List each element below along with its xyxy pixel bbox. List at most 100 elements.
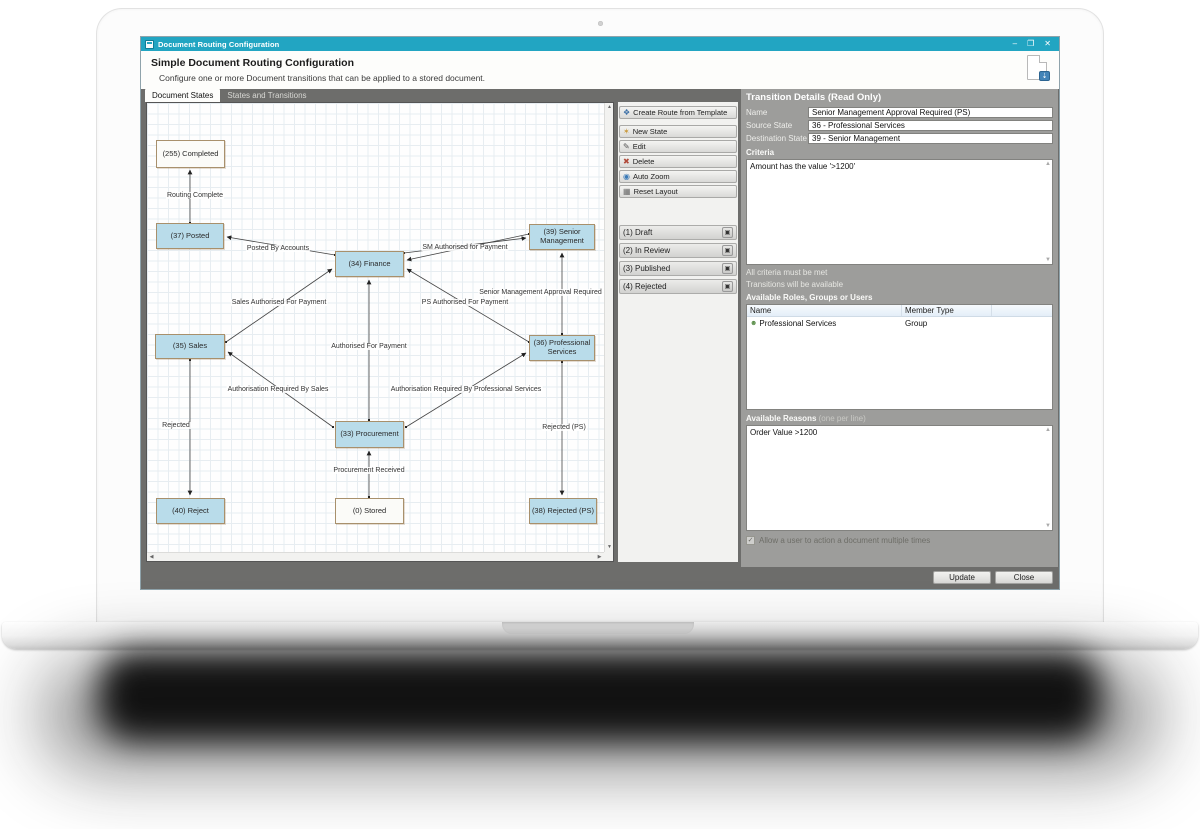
main-area: Document States States and Transitions [141, 89, 1059, 569]
column-header[interactable]: Member Type [902, 305, 992, 316]
state-node-33-procurement[interactable]: (33) Procurement [335, 421, 404, 448]
state-list-item[interactable]: (4) Rejected▣ [619, 279, 737, 294]
tab-document-states[interactable]: Document States [145, 89, 221, 102]
reasons-hint: (one per line) [818, 414, 866, 423]
scrollbar-corner [604, 552, 613, 561]
multiple-action-checkbox-label: Allow a user to action a document multip… [759, 536, 931, 545]
state-list-label: (1) Draft [623, 228, 653, 237]
scroll-up-icon[interactable]: ▲ [607, 104, 612, 110]
transition-details-panel: Transition Details (Read Only) Name Senio… [741, 89, 1058, 569]
state-action-icon[interactable]: ▣ [722, 281, 733, 292]
scroll-up-icon[interactable]: ▲ [1045, 427, 1051, 433]
field-label: Name [746, 108, 768, 117]
state-node-0-stored[interactable]: (0) Stored [335, 498, 404, 524]
state-list-item[interactable]: (3) Published ▣ [619, 261, 737, 276]
app-header: Simple Document Routing Configuration Co… [141, 51, 1059, 89]
state-node-39-senior-management[interactable]: (39) Senior Management [529, 224, 595, 250]
update-button[interactable]: Update [933, 571, 991, 584]
delete-x-icon: ✖ [623, 156, 630, 166]
reasons-section-label: Available Reasons (one per line) [746, 414, 1053, 423]
state-node-35-sales[interactable]: (35) Sales [155, 334, 225, 359]
state-action-icon[interactable]: ▣ [722, 245, 733, 256]
close-button[interactable]: Close [995, 571, 1053, 584]
tab-states-and-transitions[interactable]: States and Transitions [227, 91, 307, 100]
transition-label: Rejected [161, 422, 191, 429]
state-action-icon[interactable]: ▣ [722, 263, 733, 274]
field-label: Destination State [746, 134, 807, 143]
state-action-icon[interactable]: ▣ [722, 227, 733, 238]
create-route-from-template-button[interactable]: ❖ Create Route from Template [619, 106, 737, 119]
destination-state-input[interactable]: 39 - Senior Management [808, 133, 1053, 144]
page-title: Simple Document Routing Configuration [151, 57, 354, 69]
state-node-37-posted[interactable]: (37) Posted [156, 223, 224, 249]
close-icon[interactable]: ✕ [1044, 39, 1051, 48]
source-state-input[interactable]: 36 - Professional Services [808, 120, 1053, 131]
laptop-camera [598, 21, 603, 26]
button-label: Delete [632, 157, 655, 166]
transition-label: Posted By Accounts [245, 245, 311, 252]
scroll-right-icon[interactable]: ▶ [597, 554, 602, 560]
transitions-note: Transitions will be available [746, 280, 844, 289]
auto-zoom-button[interactable]: ◉Auto Zoom [619, 170, 737, 183]
name-input[interactable]: Senior Management Approval Required (PS) [808, 107, 1053, 118]
window-title: Document Routing Configuration [158, 39, 280, 49]
edit-pencil-icon: ✎ [623, 141, 630, 151]
state-list-item[interactable]: (1) Draft ▣ [619, 225, 737, 240]
laptop-base-notch [502, 622, 694, 634]
criteria-text: Amount has the value '>1200' [750, 162, 856, 171]
scroll-down-icon[interactable]: ▼ [607, 544, 612, 550]
transition-label: SM Authorised for Payment [421, 244, 509, 251]
tab-bar: Document States States and Transitions [145, 89, 314, 102]
criteria-note: All criteria must be met [746, 268, 828, 277]
scroll-down-icon[interactable]: ▼ [1045, 523, 1051, 529]
scroll-up-icon[interactable]: ▲ [1045, 161, 1051, 167]
canvas-horizontal-scrollbar[interactable]: ◀ ▶ [147, 552, 604, 561]
transition-label: Authorisation Required By Professional S… [389, 386, 543, 393]
window-titlebar: Document Routing Configuration – ❐ ✕ [141, 37, 1059, 51]
state-node-40-reject[interactable]: (40) Reject [156, 498, 225, 524]
reset-layout-icon: ▦ [623, 186, 631, 196]
reset-layout-button[interactable]: ▦Reset Layout [619, 185, 737, 198]
app-window: Document Routing Configuration – ❐ ✕ Sim… [140, 36, 1060, 590]
role-name: Professional Services [759, 318, 837, 328]
delete-button[interactable]: ✖Delete [619, 155, 737, 168]
restore-icon[interactable]: ❐ [1027, 39, 1035, 48]
button-label: Create Route from Template [633, 108, 728, 117]
transition-label: Authorised For Payment [330, 343, 408, 350]
state-node-36-professional-services[interactable]: (36) Professional Services [529, 335, 595, 361]
transition-label: Senior Management Approval Required (P [478, 289, 604, 296]
reasons-textarea[interactable]: Order Value >1200 ▲ ▼ [746, 425, 1053, 531]
button-label: New State [632, 127, 668, 136]
multiple-action-checkbox[interactable]: ✓ [746, 536, 755, 545]
state-node-38-rejected-ps[interactable]: (38) Rejected (PS) [529, 498, 597, 524]
state-node-255-completed[interactable]: (255) Completed [156, 140, 225, 168]
group-icon: ☻ [750, 319, 758, 327]
action-column: ❖ Create Route from Template ✶New State✎… [618, 102, 738, 562]
new-state-button[interactable]: ✶New State [619, 125, 737, 138]
field-label: Source State [746, 121, 793, 130]
transition-label: Procurement Received [332, 467, 406, 474]
auto-zoom-icon: ◉ [623, 171, 630, 181]
document-badge-icon: ⇣ [1039, 71, 1050, 81]
diagram-canvas[interactable]: (255) Completed (37) Posted (34) Finance (3… [147, 103, 604, 552]
transition-label: Authorisation Required By Sales [226, 386, 330, 393]
scroll-left-icon[interactable]: ◀ [149, 554, 154, 560]
transition-label: Sales Authorised For Payment [230, 299, 328, 306]
minimize-icon[interactable]: – [1012, 39, 1018, 48]
canvas-vertical-scrollbar[interactable]: ▲ ▼ [604, 103, 613, 552]
document-export-icon[interactable]: ⇣ [1027, 55, 1050, 81]
new-state-icon: ✶ [623, 126, 630, 136]
panel-title: Transition Details (Read Only) [746, 92, 882, 103]
state-list-item[interactable]: (2) In Review▣ [619, 243, 737, 258]
transition-label: Routing Complete [165, 192, 225, 199]
edit-button[interactable]: ✎Edit [619, 140, 737, 153]
roles-section-label: Available Roles, Groups or Users [746, 293, 873, 302]
scroll-down-icon[interactable]: ▼ [1045, 257, 1051, 263]
criteria-textarea[interactable]: Amount has the value '>1200' ▲ ▼ [746, 159, 1053, 265]
column-header[interactable]: Name [747, 305, 902, 316]
state-list-label: (3) Published [623, 264, 671, 273]
state-node-34-finance[interactable]: (34) Finance [335, 251, 404, 277]
